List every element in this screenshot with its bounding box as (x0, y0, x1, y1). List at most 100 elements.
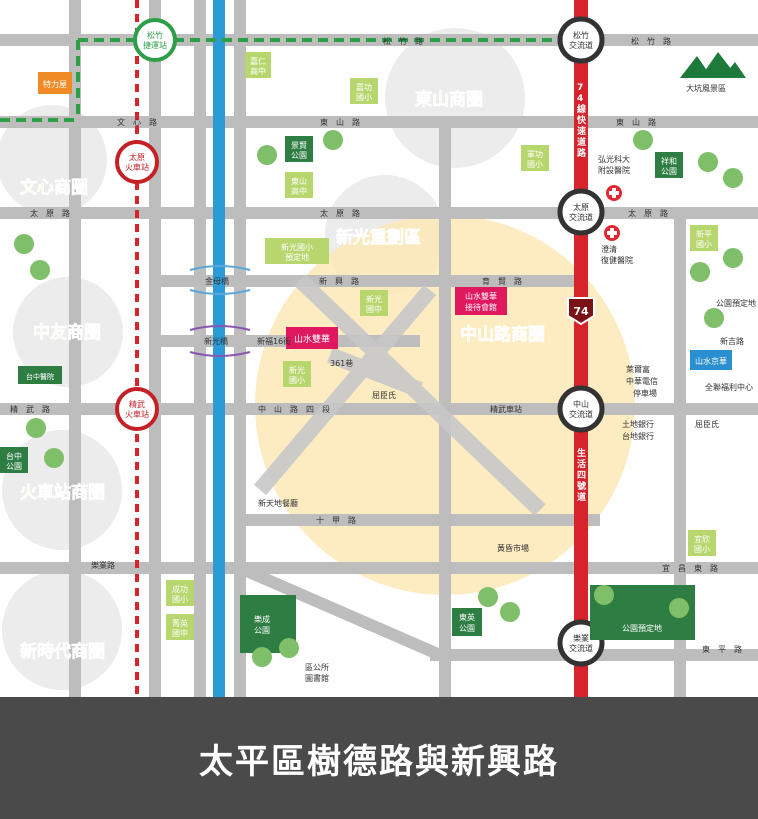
svg-text:生: 生 (577, 447, 586, 459)
svg-text:公園: 公園 (6, 462, 22, 471)
road-taiyuan-right: 太 原 路 (628, 208, 668, 218)
district-zhongyou: 中友商圈 (33, 322, 101, 343)
svg-text:東英: 東英 (459, 612, 475, 622)
road-xinping: 新吉路 (720, 336, 744, 346)
svg-text:交流道: 交流道 (569, 409, 593, 419)
landmark-huangxin2: 黃昏市場 (497, 543, 529, 553)
svg-text:捷運站: 捷運站 (143, 40, 167, 50)
district-newera: 新時代商圈 (20, 641, 105, 662)
landmark-library: 圖書館 (305, 673, 329, 683)
landmark-dakeng: 大坑風景區 (686, 83, 726, 93)
svg-text:嘉仁: 嘉仁 (250, 56, 266, 66)
svg-text:新平: 新平 (696, 229, 712, 239)
svg-text:軍功: 軍功 (527, 149, 543, 159)
svg-text:國中: 國中 (172, 628, 188, 638)
landmark-district-office: 區公所 (305, 662, 329, 672)
landmark-laiertu: 萊爾富 (626, 364, 650, 374)
svg-text:快: 快 (577, 114, 587, 126)
svg-text:道: 道 (577, 491, 586, 503)
svg-text:火車站: 火車站 (125, 409, 149, 419)
svg-text:景賢: 景賢 (291, 141, 307, 150)
svg-text:松竹: 松竹 (573, 30, 589, 40)
tree-icons (14, 130, 743, 667)
road-songzhu-right: 松 竹 路 (631, 36, 671, 46)
landmark-tingche: 停車場 (633, 388, 657, 398)
svg-text:新光: 新光 (289, 365, 305, 375)
svg-text:國小: 國小 (356, 93, 372, 102)
svg-text:路: 路 (577, 147, 587, 159)
svg-text:嘉功: 嘉功 (356, 82, 372, 92)
landmark-quanlian: 全聯福利中心 (705, 382, 753, 392)
svg-text:道: 道 (577, 136, 586, 148)
xinguang-bridge (189, 325, 251, 357)
svg-text:宜欣: 宜欣 (694, 534, 710, 544)
road-yichang: 宜 昌 東 路 (662, 563, 718, 573)
landmark-zhongren: 澄清 (601, 244, 617, 254)
svg-text:公園: 公園 (291, 151, 307, 160)
songzhu-mrt-station: 松竹 捷運站 (133, 18, 177, 62)
landmark-taidi: 台地銀行 (622, 431, 654, 441)
landmark-zhongren-2: 復健醫院 (601, 255, 633, 265)
district-station: 火車站商圈 (20, 482, 105, 503)
district-zhongshanlu: 中山路商圈 (460, 324, 545, 345)
district-wenxin: 文心商圈 (20, 177, 88, 198)
highway-74 (574, 0, 588, 697)
highway-74-shield: 74 (567, 297, 595, 326)
landmark-park-reserve: 公園預定地 (716, 298, 756, 308)
svg-text:新光: 新光 (366, 294, 382, 304)
landmark-juli: 屈臣氏 (695, 420, 719, 429)
road-xinfu: 新福16街 (257, 336, 291, 346)
road-dongshan: 東 山 路 (320, 117, 360, 127)
road-lane361: 361巷 (330, 359, 353, 368)
svg-text:樂業: 樂業 (573, 633, 589, 643)
svg-text:火車站: 火車站 (125, 162, 149, 172)
svg-text:國小: 國小 (694, 545, 710, 554)
svg-text:活: 活 (577, 458, 586, 470)
road-shijia: 十 甲 路 (316, 515, 356, 525)
svg-text:精武: 精武 (129, 399, 145, 409)
svg-text:4: 4 (577, 94, 583, 104)
svg-text:山水雙華: 山水雙華 (465, 291, 497, 301)
landmark-tudi: 土地銀行 (622, 419, 654, 429)
svg-text:7: 7 (577, 83, 583, 93)
river (213, 0, 225, 697)
shanshui-jinghua-label: 山水京華 (695, 356, 727, 366)
road-zhongshan: 中 山 路 四 段 (258, 404, 330, 414)
district-dongshan: 東山商圈 (415, 89, 483, 110)
landmark-juli2: 屈臣氏 (372, 391, 396, 400)
svg-text:交流道: 交流道 (569, 40, 593, 50)
road-jingwu: 精 武 路 (10, 404, 50, 414)
svg-text:太原: 太原 (573, 202, 589, 212)
svg-text:接待會館: 接待會館 (465, 302, 497, 312)
district-labels: 東山商圈 文心商圈 中友商圈 火車站商圈 新時代商圈 新光重劃區 中山路商圈 (20, 89, 546, 663)
road-network (0, 0, 758, 697)
road-yuxian: 育 賢 路 (482, 276, 522, 286)
jingwu-train-station: 精武 火車站 (115, 387, 159, 431)
svg-text:新光國小: 新光國小 (281, 242, 313, 252)
shanshui-box: 山水雙華 (286, 327, 338, 349)
map: 松竹 捷運站 太原 火車站 精武 火車站 松竹交流道 太原交流道 中山交流道 樂… (0, 0, 758, 697)
svg-text:公園: 公園 (254, 626, 270, 635)
svg-text:高中: 高中 (291, 186, 307, 196)
road-jinmu-bridge: 金母橋 (205, 276, 229, 286)
svg-text:太原: 太原 (129, 152, 145, 162)
taizhong-hospital-label: 台中醫院 (26, 372, 54, 381)
svg-text:速: 速 (577, 125, 586, 137)
svg-text:祥和: 祥和 (661, 156, 677, 166)
landmark-hongjia-2: 附設醫院 (598, 165, 630, 175)
svg-text:公園: 公園 (459, 624, 475, 633)
tele-label: 特力屋 (43, 79, 67, 89)
svg-text:菁英: 菁英 (172, 618, 188, 628)
svg-text:國小: 國小 (527, 160, 543, 169)
svg-text:預定地: 預定地 (285, 252, 309, 262)
road-dongping: 東 平 路 (702, 644, 742, 654)
svg-text:成功: 成功 (172, 584, 188, 594)
svg-text:公園預定地: 公園預定地 (622, 623, 662, 633)
road-labels: 松 竹 路 松 竹 路 文 心 路 東 山 路 東 山 路 太 原 路 太 原 … (10, 36, 756, 683)
road-lequn: 樂業路 (91, 560, 115, 570)
road-songzhu: 松 竹 路 (383, 36, 423, 46)
tele-box: 特力屋 (38, 72, 72, 94)
landmark-hongjia: 弘光科大 (598, 154, 630, 164)
